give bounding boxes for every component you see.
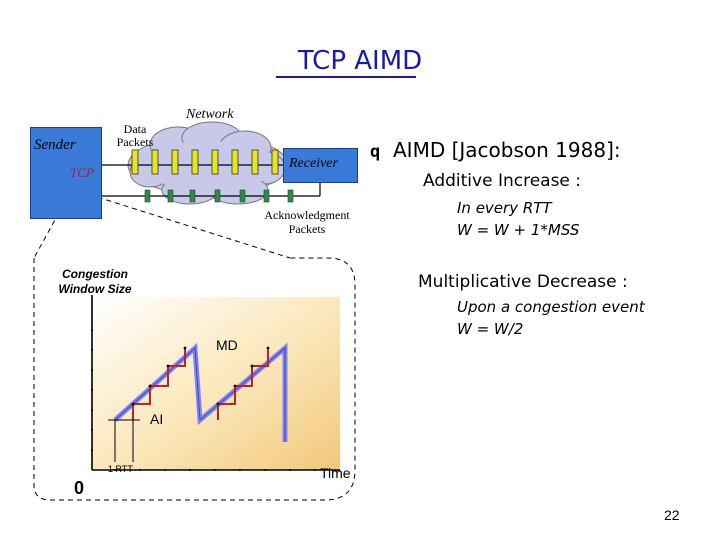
receiver-label: Receiver xyxy=(289,156,338,171)
rtt-label: 1 RTT xyxy=(108,464,133,474)
graph-xlabel: Time xyxy=(320,465,351,481)
graph-origin-label: 0 xyxy=(74,478,85,498)
staircase-markers xyxy=(132,348,269,420)
md-label: MD xyxy=(216,337,238,353)
additive-line1: In every RTT xyxy=(457,199,552,217)
axis-tick-dots xyxy=(91,329,316,471)
graph-dashed-region xyxy=(33,257,356,501)
multiplicative-line2: W = W/2 xyxy=(457,320,524,338)
bullet-glyph: q xyxy=(370,142,381,162)
ack-packets xyxy=(144,189,294,203)
staircase-dots xyxy=(131,346,270,406)
ack-packets-label: Acknowledgment Packets xyxy=(264,208,350,236)
data-packets xyxy=(131,149,279,175)
receiver-host xyxy=(283,148,358,183)
rtt-bracket xyxy=(108,419,140,462)
aimd-heading: AIMD [Jacobson 1988]: xyxy=(393,138,621,162)
graph-ylabel: Congestion Window Size xyxy=(58,267,132,296)
tcp-label: TCP xyxy=(70,165,94,180)
page-number: 22 xyxy=(664,507,680,523)
ai-label: AI xyxy=(150,411,164,427)
additive-title: Additive Increase : xyxy=(423,171,582,191)
additive-line2: W = W + 1*MSS xyxy=(457,221,580,239)
multiplicative-title: Multiplicative Decrease : xyxy=(418,272,628,292)
network-label: Network xyxy=(186,107,234,122)
slide-title: TCP AIMD xyxy=(297,46,423,76)
sender-host xyxy=(30,127,102,219)
data-packets-label: Data Packets xyxy=(116,122,154,149)
title-underline xyxy=(276,76,416,78)
graph-plot-area xyxy=(92,297,340,470)
sender-label: Sender xyxy=(34,137,76,153)
multiplicative-line1: Upon a congestion event xyxy=(457,298,645,316)
